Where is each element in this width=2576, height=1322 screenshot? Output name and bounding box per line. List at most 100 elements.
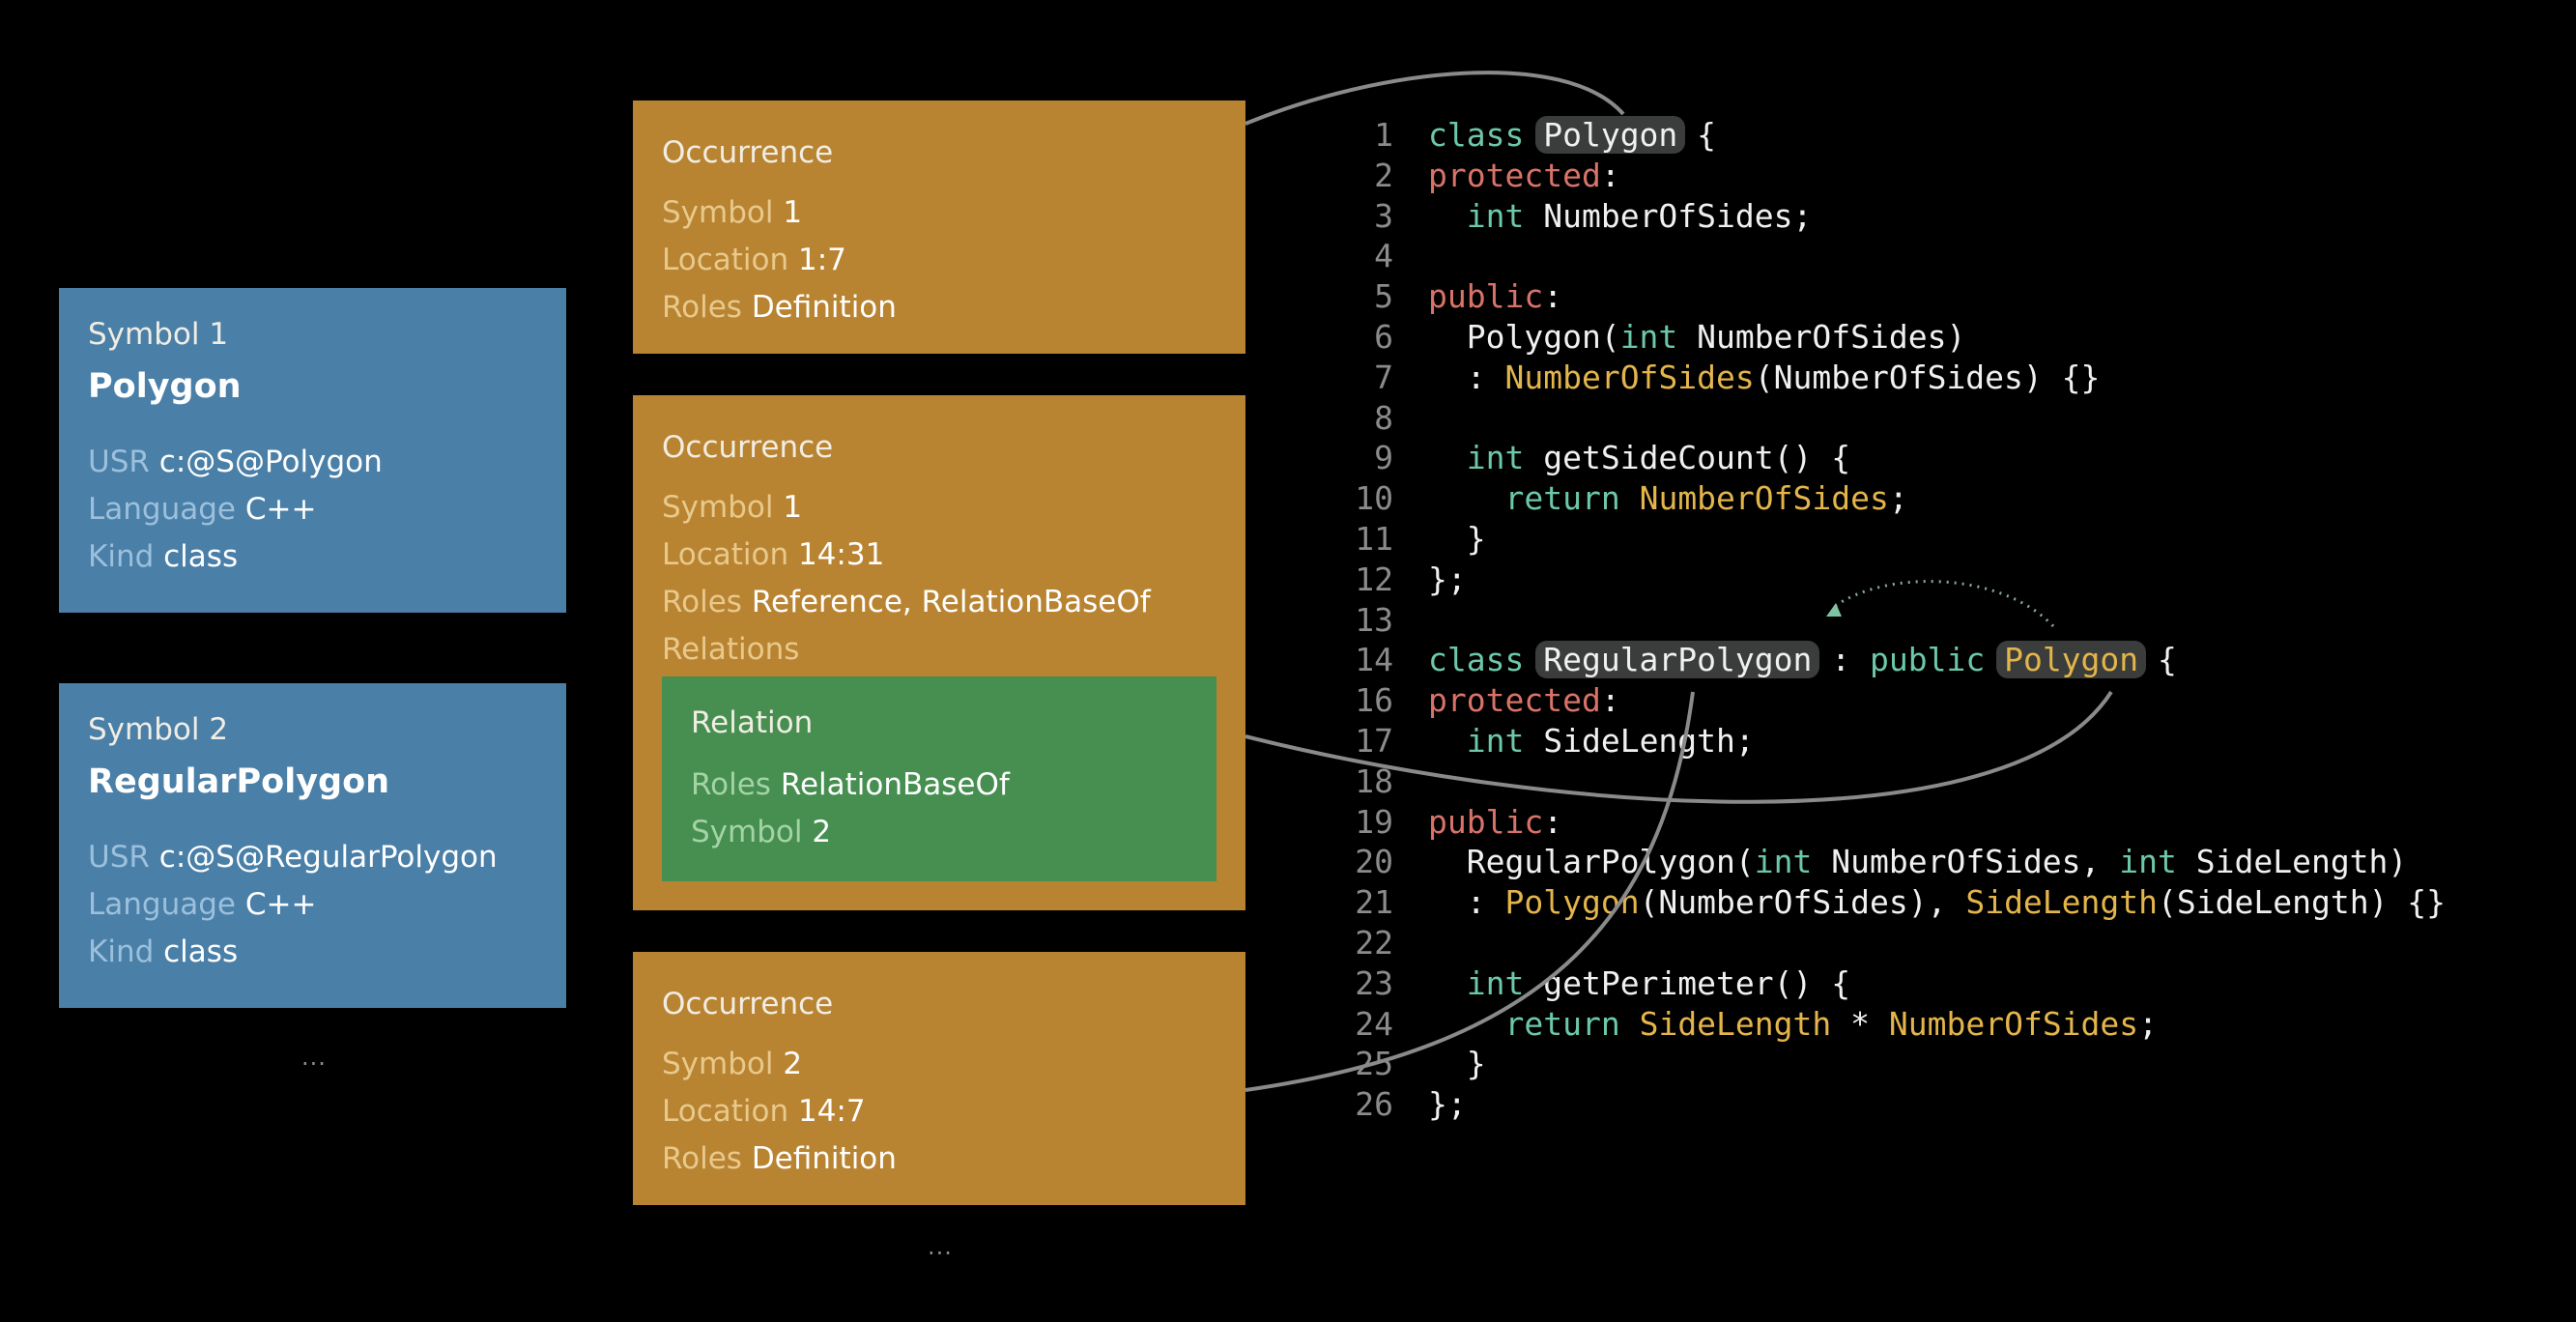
- occurrence-title: Occurrence: [662, 430, 834, 465]
- relation-roles-label: Roles: [691, 767, 771, 802]
- code-token: getSideCount() {: [1524, 439, 1851, 477]
- symbol-value: 2: [783, 1047, 803, 1081]
- usr-row: USR c:@S@Polygon: [88, 445, 383, 479]
- relation-roles-value: RelationBaseOf: [780, 767, 1010, 802]
- code-token: getPerimeter() {: [1524, 963, 1851, 1002]
- line-source: return NumberOfSides;: [1428, 479, 1908, 518]
- line-number: 2: [1374, 156, 1393, 194]
- line-number: 19: [1355, 802, 1393, 841]
- occurrence-card-1: Occurrence Symbol 1 Location 1:7 Roles D…: [633, 101, 1245, 354]
- line-number: 16: [1355, 681, 1393, 720]
- location-value: 1:7: [797, 243, 846, 277]
- occurrence-card-3: Occurrence Symbol 2 Location 14:7 Roles …: [633, 952, 1245, 1205]
- location-row: Location 1:7: [662, 243, 846, 277]
- line-source: protected:: [1428, 681, 1620, 720]
- symbol-name: Polygon: [88, 367, 242, 406]
- line-number: 12: [1355, 560, 1393, 598]
- code-token: RegularPolygon(: [1428, 843, 1755, 881]
- line-source: public:: [1428, 803, 1562, 842]
- location-label: Location: [662, 537, 789, 572]
- roles-value: Reference, RelationBaseOf: [751, 585, 1151, 619]
- code-token: NumberOfSides: [1639, 479, 1889, 518]
- code-token: :: [1812, 641, 1870, 679]
- usr-value: c:@S@RegularPolygon: [158, 840, 498, 875]
- location-value: 14:7: [797, 1094, 866, 1129]
- line-number: 1: [1374, 116, 1393, 154]
- line-number: 18: [1355, 762, 1393, 800]
- code-token: (NumberOfSides),: [1639, 883, 1966, 922]
- highlighted-symbol: Polygon: [1996, 641, 2147, 679]
- line-source: return SideLength * NumberOfSides;: [1428, 1005, 2158, 1044]
- line-number: 25: [1355, 1045, 1393, 1083]
- usr-row: USR c:@S@RegularPolygon: [88, 840, 498, 875]
- code-token: [1428, 1005, 1504, 1043]
- code-token: NumberOfSides;: [1524, 196, 1813, 235]
- relation-symbol-row: Symbol 2: [691, 815, 831, 849]
- code-token: NumberOfSides): [1677, 318, 1966, 356]
- code-token: int: [1754, 843, 1813, 881]
- language-value: C++: [244, 887, 317, 922]
- line-source: public:: [1428, 277, 1562, 316]
- usr-label: USR: [88, 840, 150, 875]
- line-source: int getSideCount() {: [1428, 439, 1850, 477]
- roles-value: Definition: [751, 1141, 897, 1176]
- line-number: 21: [1355, 883, 1393, 922]
- kind-label: Kind: [88, 539, 155, 574]
- code-token: [1428, 722, 1467, 760]
- code-token: Polygon: [1504, 883, 1640, 922]
- symbol-title: Symbol 1: [88, 317, 229, 352]
- code-token: ;: [1888, 479, 1908, 518]
- location-value: 14:31: [797, 537, 885, 572]
- code-token: public: [1428, 802, 1544, 841]
- baseof-dotted-arrow: [1833, 580, 2055, 628]
- code-token: :: [1428, 883, 1505, 922]
- symbol-row: Symbol 1: [662, 490, 802, 525]
- code-token: int: [1466, 196, 1525, 235]
- occurrences-more-ellipsis: ...: [928, 1233, 953, 1260]
- language-label: Language: [88, 887, 236, 922]
- code-token: }: [1428, 520, 1486, 558]
- language-row: Language C++: [88, 887, 316, 922]
- code-token: };: [1428, 1085, 1467, 1124]
- code-token: int: [1619, 318, 1678, 356]
- symbol-card-2: Symbol 2 RegularPolygon USR c:@S@Regular…: [59, 683, 566, 1008]
- symbols-more-ellipsis: ...: [301, 1044, 327, 1071]
- line-number: 10: [1355, 479, 1393, 518]
- line-number: 3: [1374, 196, 1393, 235]
- occurrence-card-2: Occurrence Symbol 1 Location 14:31 Roles…: [633, 395, 1245, 910]
- roles-row: Roles Definition: [662, 290, 897, 325]
- line-source: }: [1428, 1045, 1486, 1083]
- code-token: int: [2119, 843, 2177, 881]
- language-row: Language C++: [88, 492, 316, 527]
- symbol-value: 1: [783, 195, 803, 230]
- line-number: 7: [1374, 358, 1393, 396]
- roles-label: Roles: [662, 585, 742, 619]
- kind-row: Kind class: [88, 934, 238, 969]
- code-token: :: [1543, 277, 1563, 316]
- line-source: };: [1428, 1085, 1467, 1124]
- roles-row: Roles Reference, RelationBaseOf: [662, 585, 1151, 619]
- code-token: (NumberOfSides) {}: [1754, 358, 2101, 396]
- line-source: };: [1428, 560, 1467, 599]
- code-token: :: [1428, 358, 1505, 396]
- symbol-name: RegularPolygon: [88, 762, 390, 801]
- line-source: RegularPolygon(int NumberOfSides, int Si…: [1428, 843, 2408, 881]
- line-source: int NumberOfSides;: [1428, 196, 1813, 236]
- line-number: 22: [1355, 924, 1393, 962]
- relation-card: Relation Roles RelationBaseOf Symbol 2: [662, 676, 1216, 881]
- code-token: [1620, 479, 1640, 517]
- occurrence-title: Occurrence: [662, 135, 834, 170]
- code-token: :: [1600, 681, 1620, 720]
- code-token: SideLength: [1639, 1004, 1832, 1043]
- highlighted-symbol: RegularPolygon: [1535, 641, 1820, 679]
- line-source: : NumberOfSides(NumberOfSides) {}: [1428, 358, 2101, 397]
- line-source: class RegularPolygon : public Polygon {: [1428, 641, 2177, 679]
- code-token: class: [1428, 641, 1525, 679]
- kind-row: Kind class: [88, 539, 238, 574]
- line-number: 11: [1355, 520, 1393, 558]
- symbol-value: 1: [783, 490, 803, 525]
- line-number: 5: [1374, 277, 1393, 316]
- line-source: int SideLength;: [1428, 722, 1755, 761]
- line-number: 24: [1355, 1004, 1393, 1043]
- symbol-card-1: Symbol 1 Polygon USR c:@S@Polygon Langua…: [59, 288, 566, 613]
